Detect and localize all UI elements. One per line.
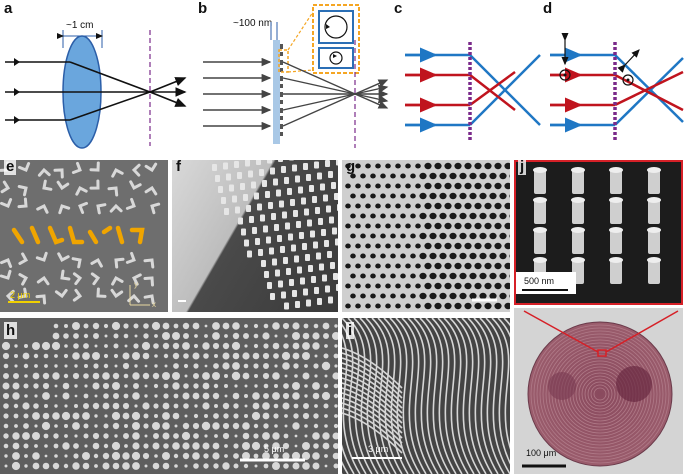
scale-label-i: 3 μm <box>368 444 389 454</box>
panel-label-f: f <box>176 158 181 175</box>
panel-label-d: d <box>543 0 553 17</box>
grating-lines <box>342 318 510 474</box>
panel-label-i: i <box>346 322 355 339</box>
panel-label-g: g <box>346 158 356 175</box>
panel-i-grating-sem: 3 μm <box>342 318 510 474</box>
scale-label-j-bottom: 100 μm <box>526 448 557 458</box>
panel-b-metalens-diagram: ~100 nm <box>203 4 389 148</box>
scale-label-h: 5 μm <box>264 444 285 454</box>
axis-label-x: x <box>152 300 156 309</box>
panel-d-polarization-diagram <box>550 32 684 140</box>
scale-label-b: ~100 nm <box>233 18 272 29</box>
panel-a-lens-diagram: ~1 cm <box>5 20 187 149</box>
panel-label-e: e <box>4 158 17 175</box>
panel-c-beam-diagram <box>405 42 541 140</box>
metalens-photo <box>514 308 683 474</box>
panel-j-top-sem: 500 nm <box>514 160 683 305</box>
nanopillar-tilted <box>516 162 681 303</box>
panel-g-hole-array-sem <box>342 160 510 312</box>
scale-label-a: ~1 cm <box>66 20 94 31</box>
panel-label-j: j <box>518 158 527 175</box>
panel-label-a: a <box>4 0 13 17</box>
metalens-substrate <box>273 40 280 144</box>
axis-label-y: y <box>134 280 138 289</box>
nanofin-pattern <box>0 160 168 312</box>
scale-label-j-top: 500 nm <box>524 276 555 286</box>
pillar-array <box>178 160 338 310</box>
scale-label-e: 2 μm <box>10 290 31 300</box>
panel-f-pillar-sem <box>172 160 338 312</box>
panel-label-b: b <box>198 0 208 17</box>
panel-label-h: h <box>4 322 18 339</box>
hole-array <box>342 160 510 312</box>
panel-e-nanofin-sem: 2 μm y x <box>0 160 168 312</box>
nanopost-array <box>0 318 338 474</box>
panel-j-bottom-optical: 100 μm <box>514 308 683 474</box>
panel-label-c: c <box>394 0 403 17</box>
panel-h-nanopost-sem: 5 μm <box>0 318 338 474</box>
